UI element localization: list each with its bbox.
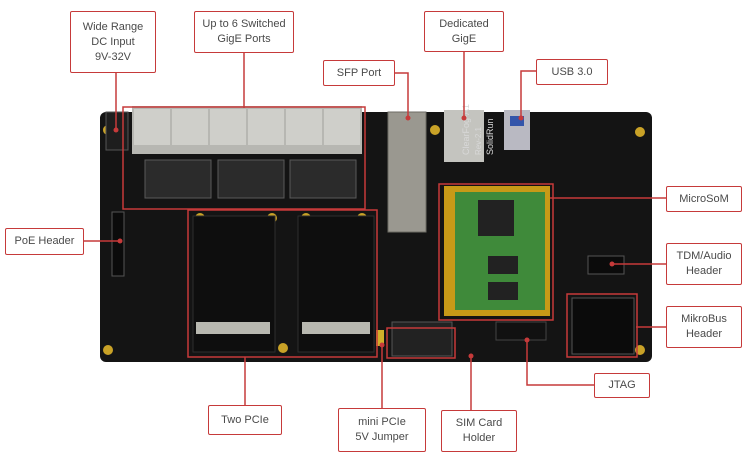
silk-board-brand: SolidRun	[485, 118, 495, 155]
mikrobus-pin-header	[571, 297, 635, 355]
callout-sfp-port: SFP Port	[323, 60, 395, 86]
jtag-header	[495, 321, 547, 341]
callout-microsom: MicroSoM	[666, 186, 742, 212]
tdm-pin-header	[587, 255, 625, 275]
highlight-outlines	[122, 106, 638, 359]
callout-poe-header: PoE Header	[5, 228, 84, 255]
gige-rj45-ports	[132, 106, 362, 199]
pcie-slots	[192, 215, 375, 353]
sim-holder	[391, 321, 453, 357]
callout-two-pcie: Two PCIe	[208, 405, 282, 435]
silk-board-rev: Rev-2.1	[474, 126, 483, 155]
ram-chip-2	[488, 282, 518, 300]
leader-dots	[113, 115, 615, 359]
poe-pin-header	[111, 211, 125, 277]
leader-lines	[84, 52, 666, 410]
silk-board-name: ClearFog-A1	[461, 104, 471, 155]
soc-chip	[478, 200, 514, 236]
ram-chip-1	[488, 256, 518, 274]
sfp-cage	[387, 111, 427, 233]
jumper	[376, 330, 384, 346]
usb3-tongue	[510, 116, 524, 126]
callout-usb3: USB 3.0	[536, 59, 608, 85]
silkscreen-text: ClearFog-A1 Rev-2.1 SolidRun	[461, 104, 495, 155]
callout-jtag: JTAG	[594, 373, 650, 398]
